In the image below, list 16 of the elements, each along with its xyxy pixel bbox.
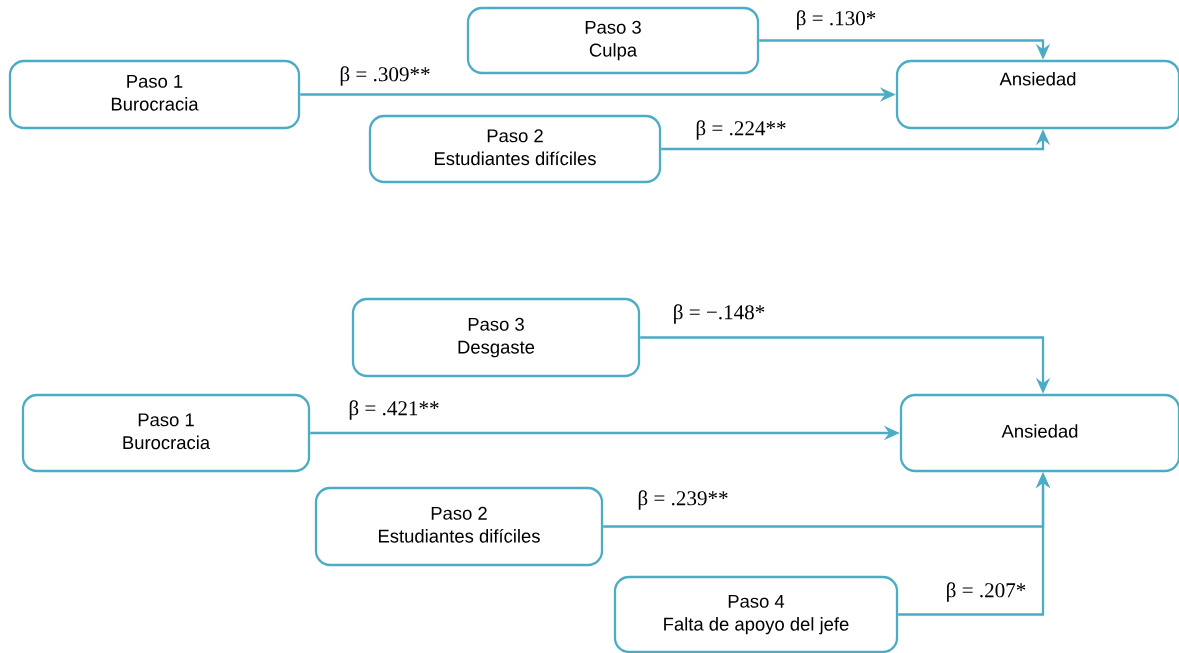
edge-label: β = −.148* (671, 302, 767, 326)
text-box: Paso 3 Desgaste (351, 297, 641, 378)
text-box: Paso 1 Burocracia (21, 393, 311, 473)
text-box: Paso 2 Estudiantes difíciles (314, 486, 604, 567)
text-box: Ansiedad (899, 393, 1179, 473)
text-box: Paso 2 Estudiantes difíciles (368, 114, 662, 184)
text-box: Paso 4 Falta de apoyo del jefe (613, 575, 899, 653)
edge-label: β = .207* (943, 580, 1029, 604)
edge-label: β = .421** (346, 398, 442, 422)
text-box: Paso 1 Burocracia (8, 59, 301, 130)
edge-label: β = .309** (337, 64, 433, 88)
edge-label: β = .239** (635, 488, 731, 512)
text-box: Paso 3 Culpa (466, 6, 760, 75)
edge-label: β = .130* (793, 8, 879, 32)
edge-label: β = .224** (693, 118, 789, 142)
text-box: Ansiedad (895, 59, 1179, 130)
